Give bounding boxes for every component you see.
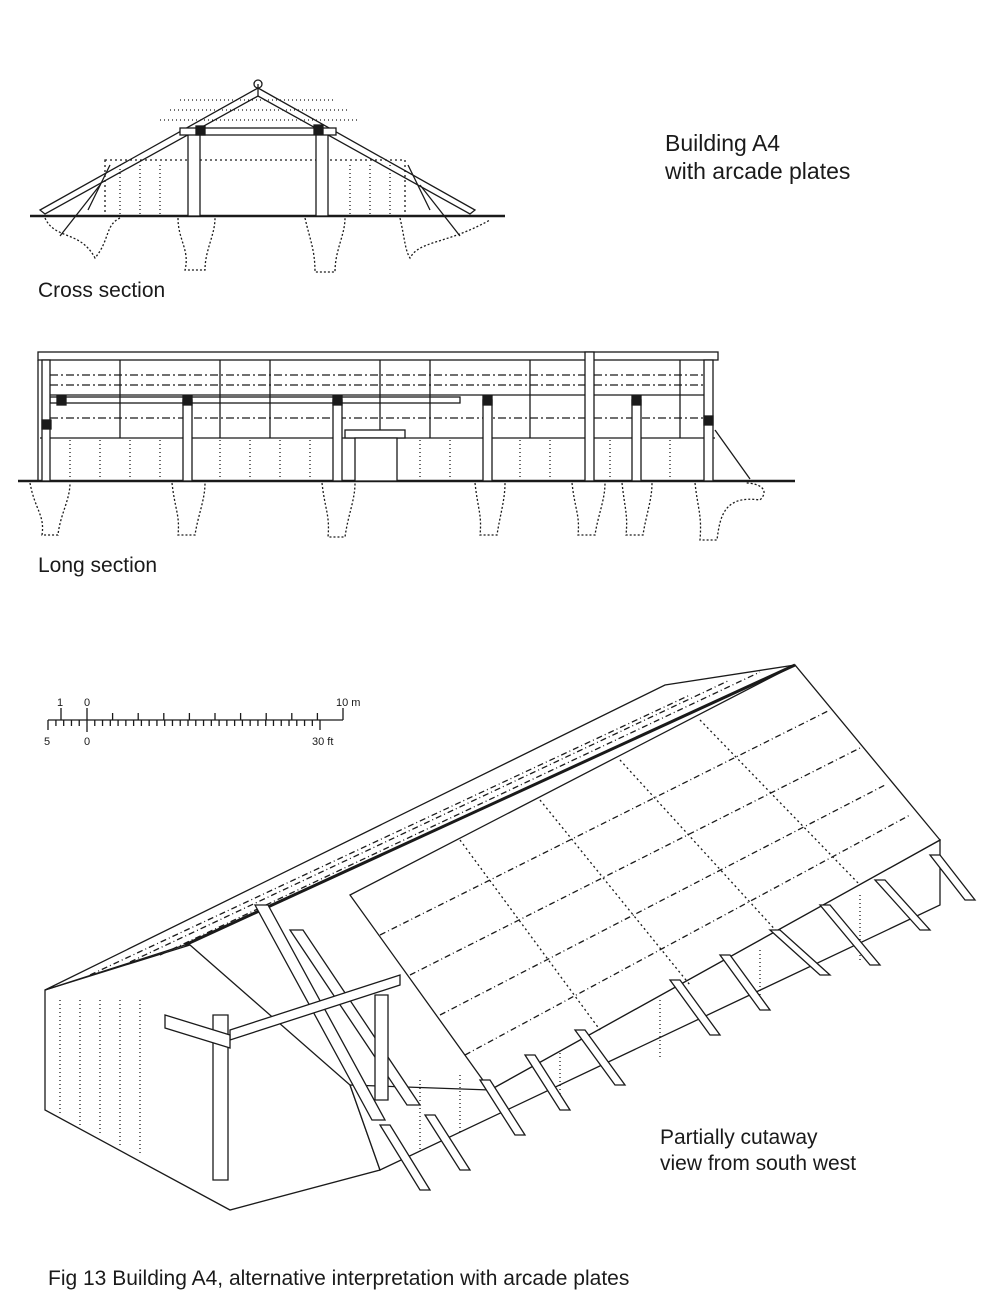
scale-label-10m: 10 m (336, 697, 360, 709)
view-label-line-1: Partially cutaway (660, 1126, 818, 1149)
view-label-line-2: view from south west (660, 1152, 857, 1175)
figure-caption: Fig 13 Building A4, alternative interpre… (48, 1267, 630, 1290)
scale-label-30ft: 30 ft (312, 736, 333, 748)
title-line-1: Building A4 (665, 130, 781, 156)
long-section-drawing (18, 351, 795, 541)
scale-label-0ft: 0 (84, 736, 90, 748)
title-line-2: with arcade plates (665, 158, 851, 184)
cross-section-label: Cross section (38, 279, 166, 302)
scale-label-5ft: 5 (44, 736, 50, 748)
scale-label-1m: 1 (57, 697, 63, 709)
cross-section-drawing (30, 79, 505, 273)
long-section-label: Long section (38, 554, 158, 577)
scale-label-0m: 0 (84, 697, 90, 709)
scale-bar: 1 0 10 m 5 0 30 ft (44, 697, 360, 748)
cutaway-view-drawing (44, 663, 977, 1211)
